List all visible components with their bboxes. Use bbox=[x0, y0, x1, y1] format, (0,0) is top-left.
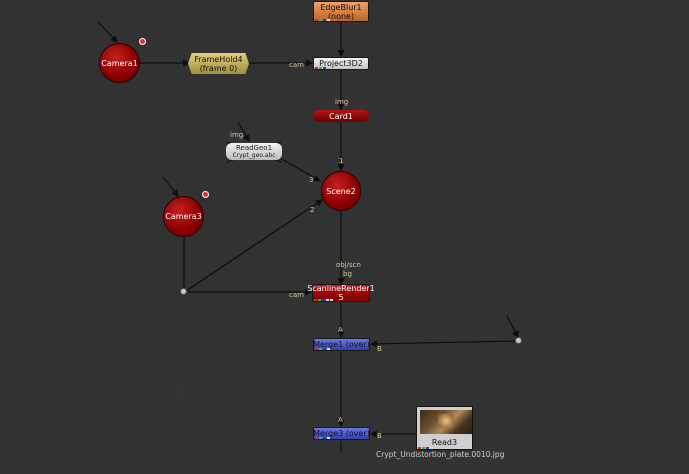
dot-node[interactable] bbox=[180, 288, 187, 295]
project3d-channels bbox=[315, 67, 326, 69]
merge1-channels bbox=[315, 348, 330, 350]
scene-label: Scene2 bbox=[326, 186, 356, 196]
card-node[interactable]: Card1 bbox=[313, 110, 369, 122]
scene-input-2-label: 2 bbox=[310, 206, 315, 214]
camera3-label: Camera3 bbox=[165, 212, 202, 221]
camera1-indicator-icon bbox=[139, 38, 146, 45]
edgeblur-label: EdgeBlur1 bbox=[320, 2, 362, 12]
dot-node-2[interactable] bbox=[515, 337, 522, 344]
merge1-node[interactable]: Merge1 (over) bbox=[313, 338, 370, 351]
pipe-dot-merge1 bbox=[369, 340, 516, 348]
read3-label: Read3 bbox=[431, 438, 458, 447]
merge3-label: Merge3 (over) bbox=[313, 429, 370, 438]
project3d-label: Project3D2 bbox=[319, 59, 363, 68]
merge3-b-input-label: B bbox=[377, 432, 382, 440]
camera3-node[interactable]: Camera3 bbox=[163, 196, 204, 237]
read3-thumbnail bbox=[420, 410, 472, 434]
edgeblur-sub: (none) bbox=[327, 11, 355, 21]
merge1-label: Merge1 (over) bbox=[313, 340, 370, 349]
card-label: Card1 bbox=[329, 111, 353, 121]
framehold-sub: (frame 0) bbox=[199, 63, 238, 73]
pipe-camera1-input bbox=[97, 21, 118, 43]
readgeo-node[interactable]: ReadGeo1 Crypt_geo.abc bbox=[226, 143, 282, 160]
scene-node[interactable]: Scene2 bbox=[321, 171, 361, 211]
pipe-dot-scene bbox=[185, 199, 323, 292]
scene-input-3-label: 3 bbox=[309, 176, 314, 184]
project3d-node[interactable]: Project3D2 bbox=[313, 57, 369, 70]
scanline-sub: 5 bbox=[338, 293, 344, 302]
pipe-readgeo-input bbox=[237, 121, 250, 143]
scanline-obj-input-label: obj/scn bbox=[336, 261, 361, 269]
scanline-bg-input-label: bg bbox=[343, 270, 352, 278]
readgeo-sub: Crypt_geo.abc bbox=[232, 151, 276, 159]
framehold-node[interactable]: FrameHold4 (frame 0) bbox=[188, 53, 249, 74]
merge3-node[interactable]: Merge3 (over) bbox=[313, 427, 370, 440]
scanline-cam-input-label: cam bbox=[289, 291, 304, 299]
merge3-channels bbox=[315, 437, 330, 439]
read3-filename: Crypt_Undistortion_plate.0010.jpg bbox=[376, 450, 505, 459]
card-img-input-label: img bbox=[335, 98, 349, 106]
scanline-channels bbox=[314, 299, 333, 301]
scanline-label: ScanlineRender1 bbox=[307, 284, 375, 293]
edgeblur-node[interactable]: EdgeBlur1 (none) bbox=[313, 1, 369, 22]
merge1-a-input-label: A bbox=[338, 326, 343, 334]
readgeo-img-input-label: img bbox=[230, 131, 244, 139]
edgeblur-channels bbox=[315, 19, 330, 21]
pipe-dot-input bbox=[506, 315, 519, 339]
read3-channels bbox=[418, 447, 433, 449]
readgeo-label: ReadGeo1 bbox=[235, 143, 273, 152]
framehold-label: FrameHold4 bbox=[194, 54, 243, 64]
camera1-node[interactable]: Camera1 bbox=[99, 43, 140, 83]
project3d-cam-input-label: cam bbox=[289, 61, 304, 69]
read3-node[interactable]: Read3 bbox=[416, 406, 473, 450]
camera3-indicator-icon bbox=[202, 191, 209, 198]
scanline-node[interactable]: ScanlineRender1 5 bbox=[307, 284, 375, 302]
pipe-readgeo-scene bbox=[279, 157, 322, 182]
camera1-label: Camera1 bbox=[101, 58, 138, 68]
scene-input-1-label: 1 bbox=[339, 157, 344, 165]
merge1-b-input-label: B bbox=[377, 345, 382, 353]
pipe-camera3-input bbox=[162, 176, 179, 197]
merge3-a-input-label: A bbox=[338, 416, 343, 424]
stray-point bbox=[180, 391, 182, 393]
